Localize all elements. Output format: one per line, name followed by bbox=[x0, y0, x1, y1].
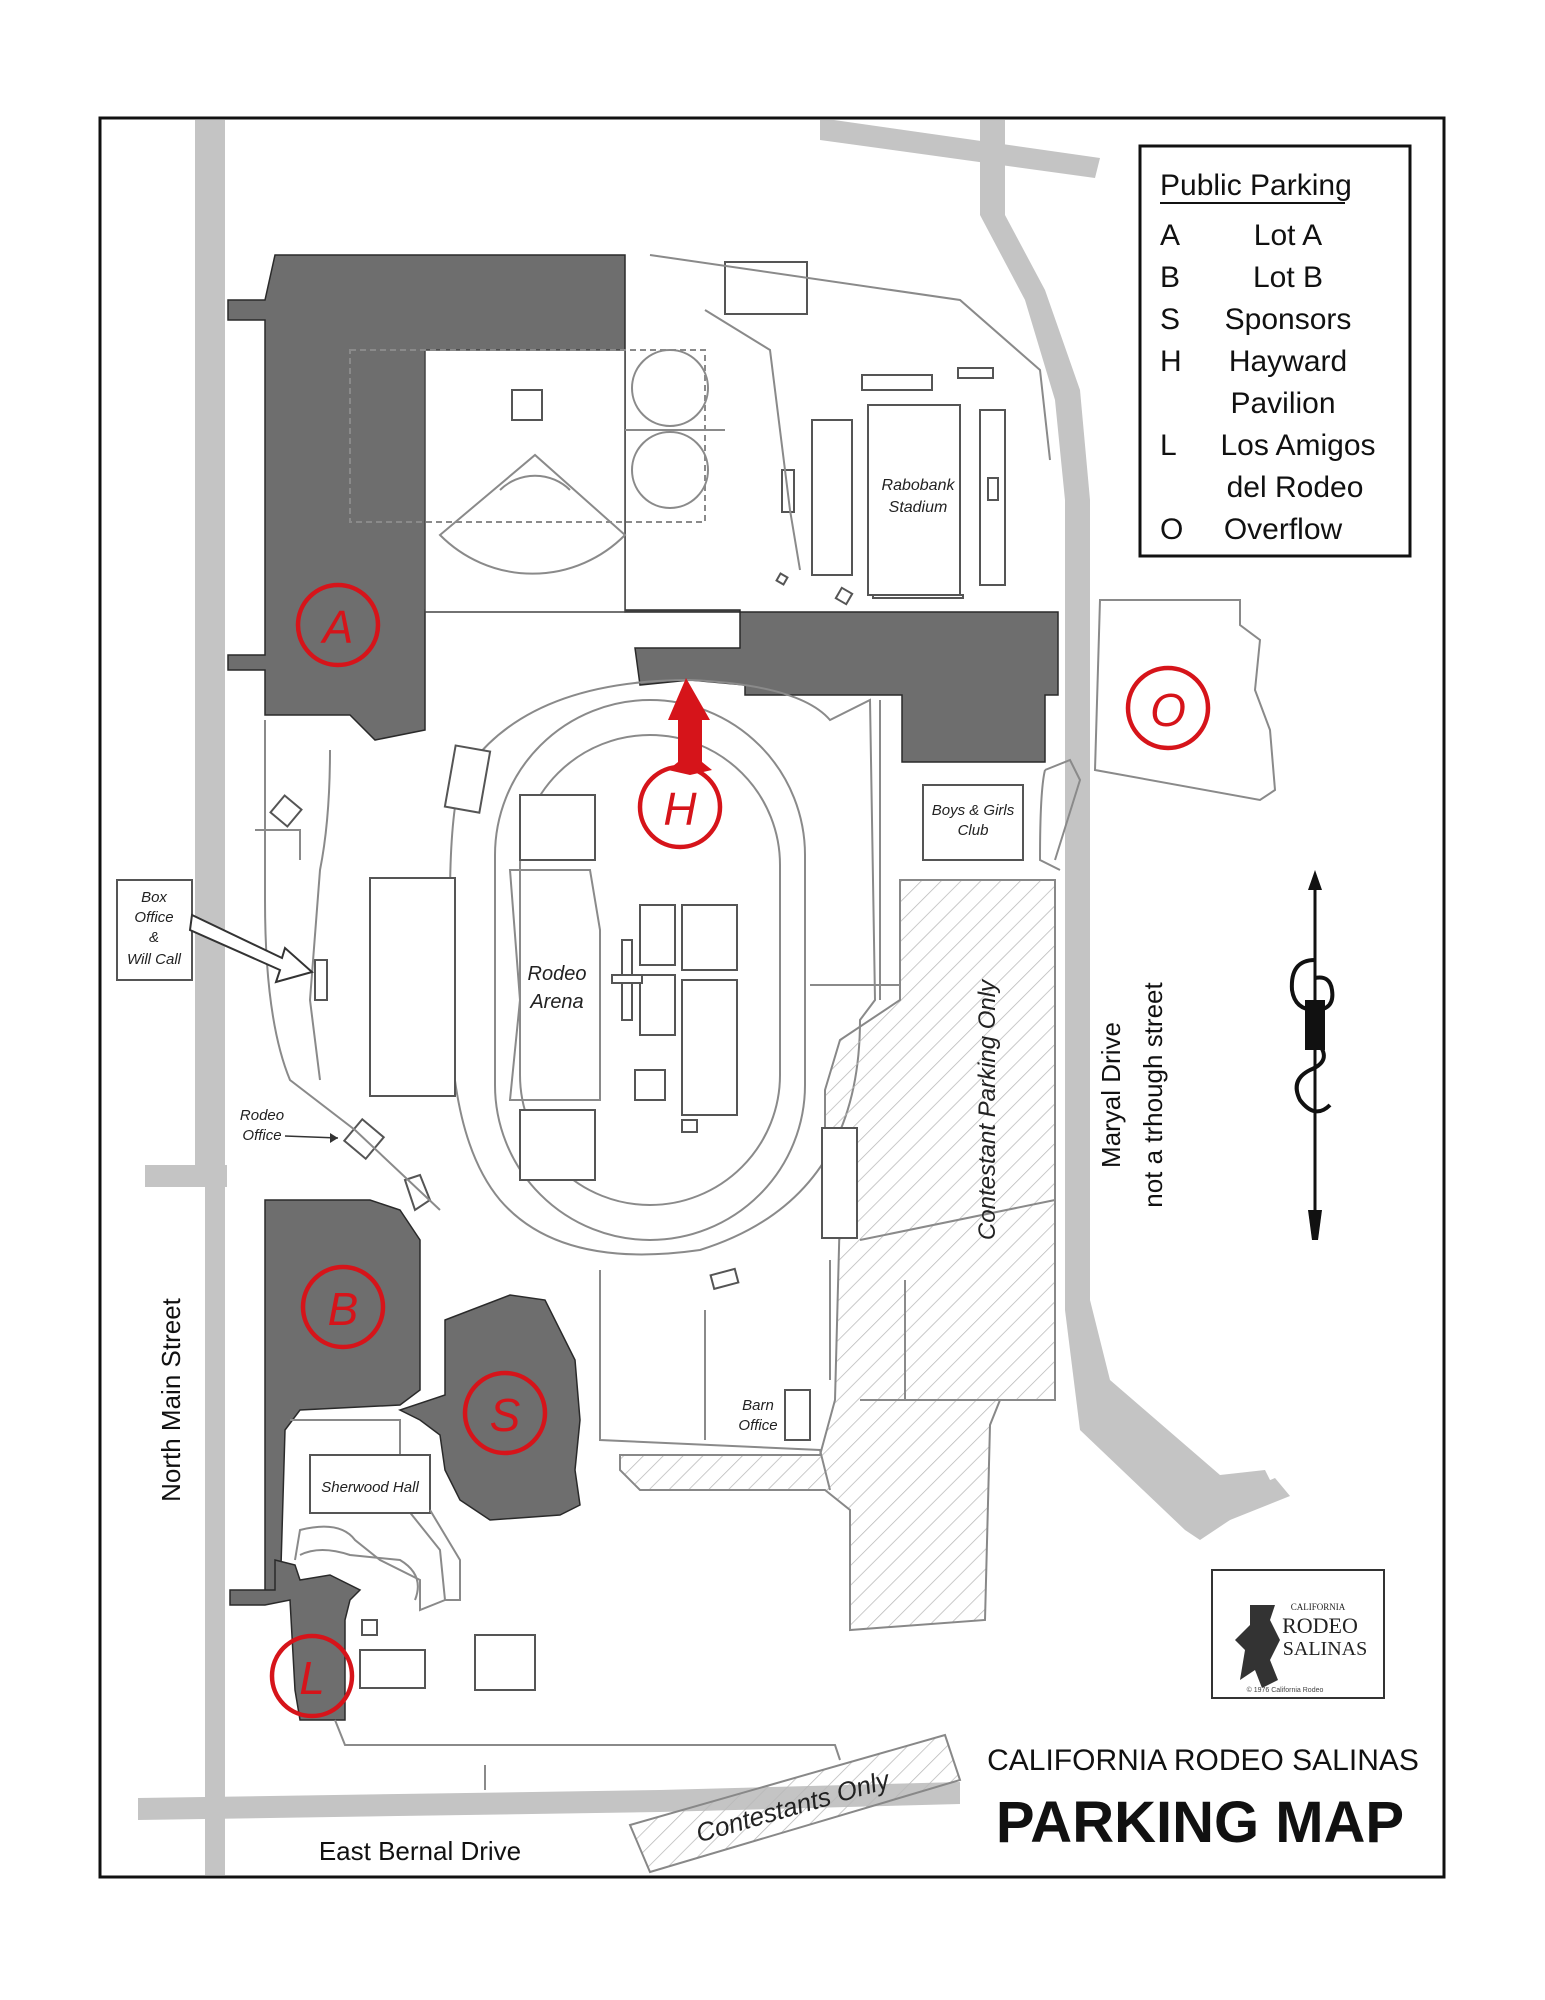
rodeo-logo: CALIFORNIA RODEO SALINAS © 1976 Californ… bbox=[1211, 1569, 1385, 1699]
bernal-diagonal-road bbox=[1210, 1478, 1290, 1522]
marker-o-circle bbox=[1125, 665, 1211, 751]
marker-s-letter: S bbox=[490, 1389, 521, 1441]
legend-code-o: O bbox=[1160, 513, 1183, 546]
barn-office-label-2: Office bbox=[738, 1417, 777, 1434]
marker-a-circle bbox=[295, 582, 381, 668]
box-office-callout: Box Office & Will Call bbox=[116, 879, 315, 984]
rabobank-stadium-area: Rabobank Stadium bbox=[649, 254, 1051, 606]
maryal-drive-label: Maryal Drive bbox=[1096, 1022, 1126, 1168]
legend-label-b: Lot B bbox=[1253, 261, 1323, 294]
legend-code-h: H bbox=[1160, 345, 1182, 378]
marker-l-circle bbox=[269, 1633, 355, 1719]
northeast-road bbox=[820, 120, 1100, 178]
marker-b-letter: B bbox=[328, 1283, 359, 1335]
ballfield-area bbox=[424, 349, 626, 613]
logo-copyright: © 1976 California Rodeo bbox=[1247, 1686, 1324, 1694]
marker-o-letter: O bbox=[1150, 684, 1186, 736]
legend-box bbox=[1138, 144, 1412, 558]
legend-code-l: L bbox=[1160, 429, 1177, 462]
north-main-street-label: North Main Street bbox=[156, 1297, 186, 1502]
marker-s-circle bbox=[462, 1370, 548, 1456]
cowboy-icon bbox=[1235, 1605, 1280, 1688]
logo-line-1: CALIFORNIA bbox=[1291, 1602, 1346, 1612]
logo-line-3: SALINAS bbox=[1283, 1638, 1367, 1660]
logo-line-2: RODEO bbox=[1282, 1613, 1358, 1638]
boys-girls-club-label-1: Boys & Girls bbox=[932, 802, 1015, 819]
north-main-cross-road bbox=[145, 1165, 227, 1187]
legend-label-l-1: Los Amigos bbox=[1220, 429, 1375, 462]
contestant-parking-area bbox=[619, 879, 1056, 1632]
marker-h-letter: H bbox=[663, 783, 697, 835]
rodeo-arena-label-1: Rodeo bbox=[528, 963, 587, 985]
contestants-only-area bbox=[628, 1733, 962, 1874]
legend-heading: Public Parking bbox=[1160, 169, 1352, 202]
barn-area: Barn Office bbox=[599, 700, 900, 1491]
rodeo-arena-label-2: Arena bbox=[529, 991, 583, 1013]
marker-b-circle bbox=[300, 1264, 386, 1350]
parking-markers: A H O B S L bbox=[269, 582, 1211, 1719]
legend-label-o: Overflow bbox=[1224, 513, 1343, 546]
legend-code-b: B bbox=[1160, 261, 1180, 294]
box-office-label-4: Will Call bbox=[127, 951, 182, 968]
north-main-street-road bbox=[195, 120, 225, 1875]
rodeo-arena: Rodeo Arena bbox=[449, 678, 877, 1256]
barn-office-label-1: Barn bbox=[742, 1397, 774, 1414]
marker-h-circle bbox=[637, 764, 723, 850]
sherwood-hall-label: Sherwood Hall bbox=[321, 1479, 419, 1496]
maryal-drive-road bbox=[980, 120, 1275, 1540]
rodeo-office-label-1: Rodeo bbox=[240, 1107, 284, 1124]
hayward-arrow-icon bbox=[668, 678, 712, 775]
ballfields bbox=[349, 349, 725, 575]
legend: Public Parking A Lot A B Lot B S Sponsor… bbox=[1138, 144, 1412, 558]
overflow-area bbox=[1093, 599, 1277, 802]
legend-label-a: Lot A bbox=[1254, 219, 1322, 252]
contestant-parking-only-label: Contestant Parking Only bbox=[974, 978, 1001, 1240]
parking-lot-s bbox=[398, 1294, 581, 1521]
rodeo-office-pointer bbox=[284, 1135, 339, 1139]
marker-a-letter: A bbox=[320, 601, 354, 653]
east-bernal-drive-label: East Bernal Drive bbox=[319, 1836, 521, 1866]
maryal-drive-note: not a trhough street bbox=[1138, 981, 1168, 1207]
box-office-label-1: Box bbox=[141, 889, 167, 906]
rodeo-office-label-2: Office bbox=[242, 1127, 281, 1144]
rabobank-label-1: Rabobank bbox=[882, 477, 956, 494]
box-office-label-2: Office bbox=[134, 909, 173, 926]
legend-label-h-2: Pavilion bbox=[1230, 387, 1335, 420]
map-title-line-2: PARKING MAP bbox=[996, 1790, 1404, 1855]
rabobank-label-2: Stadium bbox=[889, 499, 948, 516]
box-office-label-3: & bbox=[149, 929, 159, 946]
sherwood-hall-area: Sherwood Hall bbox=[290, 1419, 841, 1790]
north-arrow-icon bbox=[1289, 870, 1335, 1240]
marker-l-letter: L bbox=[299, 1652, 325, 1704]
boys-girls-club-building bbox=[922, 784, 1024, 861]
west-buildings bbox=[255, 720, 492, 1212]
legend-label-l-2: del Rodeo bbox=[1227, 471, 1364, 504]
map-title-line-1: CALIFORNIA RODEO SALINAS bbox=[987, 1744, 1419, 1777]
legend-code-s: S bbox=[1160, 303, 1180, 336]
legend-code-a: A bbox=[1160, 219, 1180, 252]
legend-label-s: Sponsors bbox=[1225, 303, 1352, 336]
legend-label-h-1: Hayward bbox=[1229, 345, 1347, 378]
boys-girls-club-label-2: Club bbox=[958, 822, 989, 839]
